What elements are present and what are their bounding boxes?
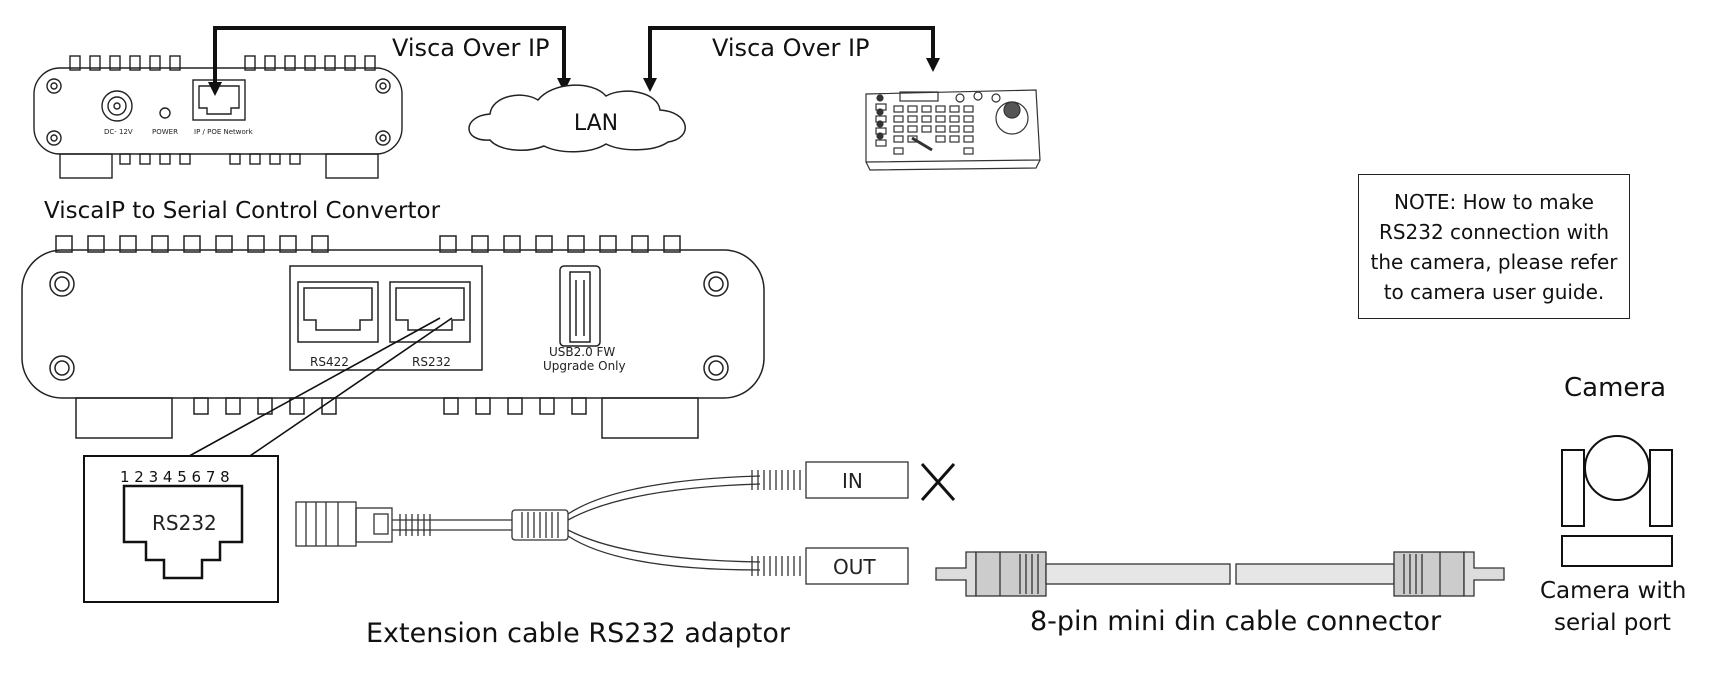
arrowhead-down-icon — [557, 78, 571, 92]
usb-port-icon — [559, 265, 601, 347]
dc-label: DC- 12V — [104, 128, 133, 136]
rj45-socket-icon — [122, 484, 244, 580]
main-converter-unit — [21, 235, 765, 439]
converter-body — [21, 249, 765, 399]
rs232-pinout-box — [83, 455, 279, 603]
top-unit-fins — [69, 55, 376, 71]
camera-title: Camera — [1564, 373, 1666, 403]
usb-label-line1: USB2.0 FW — [549, 345, 615, 359]
port-panel — [289, 265, 483, 371]
visca-label-left: Visca Over IP — [392, 34, 550, 62]
adaptor-caption: Extension cable RS232 adaptor — [366, 618, 791, 649]
camera-caption-line1: Camera with — [1540, 578, 1686, 604]
visca-arrow-right — [648, 26, 935, 86]
visca-label-right: Visca Over IP — [712, 34, 870, 62]
camera-caption-line2: serial port — [1554, 610, 1671, 636]
rs422-label: RS422 — [310, 355, 349, 369]
strain-relief-icon — [399, 514, 431, 536]
mini-din-cable — [935, 551, 1505, 597]
callout-lines — [181, 317, 453, 461]
pin-numbers: 1 2 3 4 5 6 7 8 — [120, 468, 230, 486]
top-unit-body — [33, 67, 403, 155]
lan-cloud-icon — [468, 84, 686, 153]
top-converter-unit — [33, 55, 403, 179]
converter-title: ViscaIP to Serial Control Convertor — [44, 198, 441, 224]
out-label: OUT — [833, 555, 876, 579]
lan-label: LAN — [574, 111, 618, 136]
in-connector — [751, 461, 909, 499]
mini-din-caption: 8-pin mini din cable connector — [1030, 606, 1442, 637]
in-label: IN — [842, 469, 863, 493]
out-connector — [751, 547, 909, 585]
power-led-icon — [159, 107, 171, 119]
rs422-port-icon — [297, 281, 379, 343]
rs232-label: RS232 — [412, 355, 451, 369]
arrowhead-down-icon — [926, 58, 940, 72]
power-label: POWER — [152, 128, 178, 136]
camera-icon — [1561, 435, 1673, 567]
not-used-x-icon — [920, 463, 956, 501]
network-label: IP / POE Network — [194, 128, 254, 136]
ptz-controller-keyboard — [865, 89, 1041, 171]
visca-arrow-left — [213, 26, 566, 90]
network-port-icon — [192, 79, 246, 121]
note-text: NOTE: How to make RS232 connection with … — [1370, 189, 1618, 304]
rs232-adaptor-cable — [295, 461, 909, 585]
dc-jack-icon — [101, 90, 133, 122]
usb-label-line2: Upgrade Only — [543, 359, 626, 373]
arrowhead-down-icon — [208, 82, 222, 96]
pinout-label: RS232 — [152, 511, 217, 535]
note-box: NOTE: How to make RS232 connection with … — [1358, 174, 1630, 319]
arrowhead-down-icon — [643, 78, 657, 92]
rs232-port-icon — [389, 281, 471, 343]
